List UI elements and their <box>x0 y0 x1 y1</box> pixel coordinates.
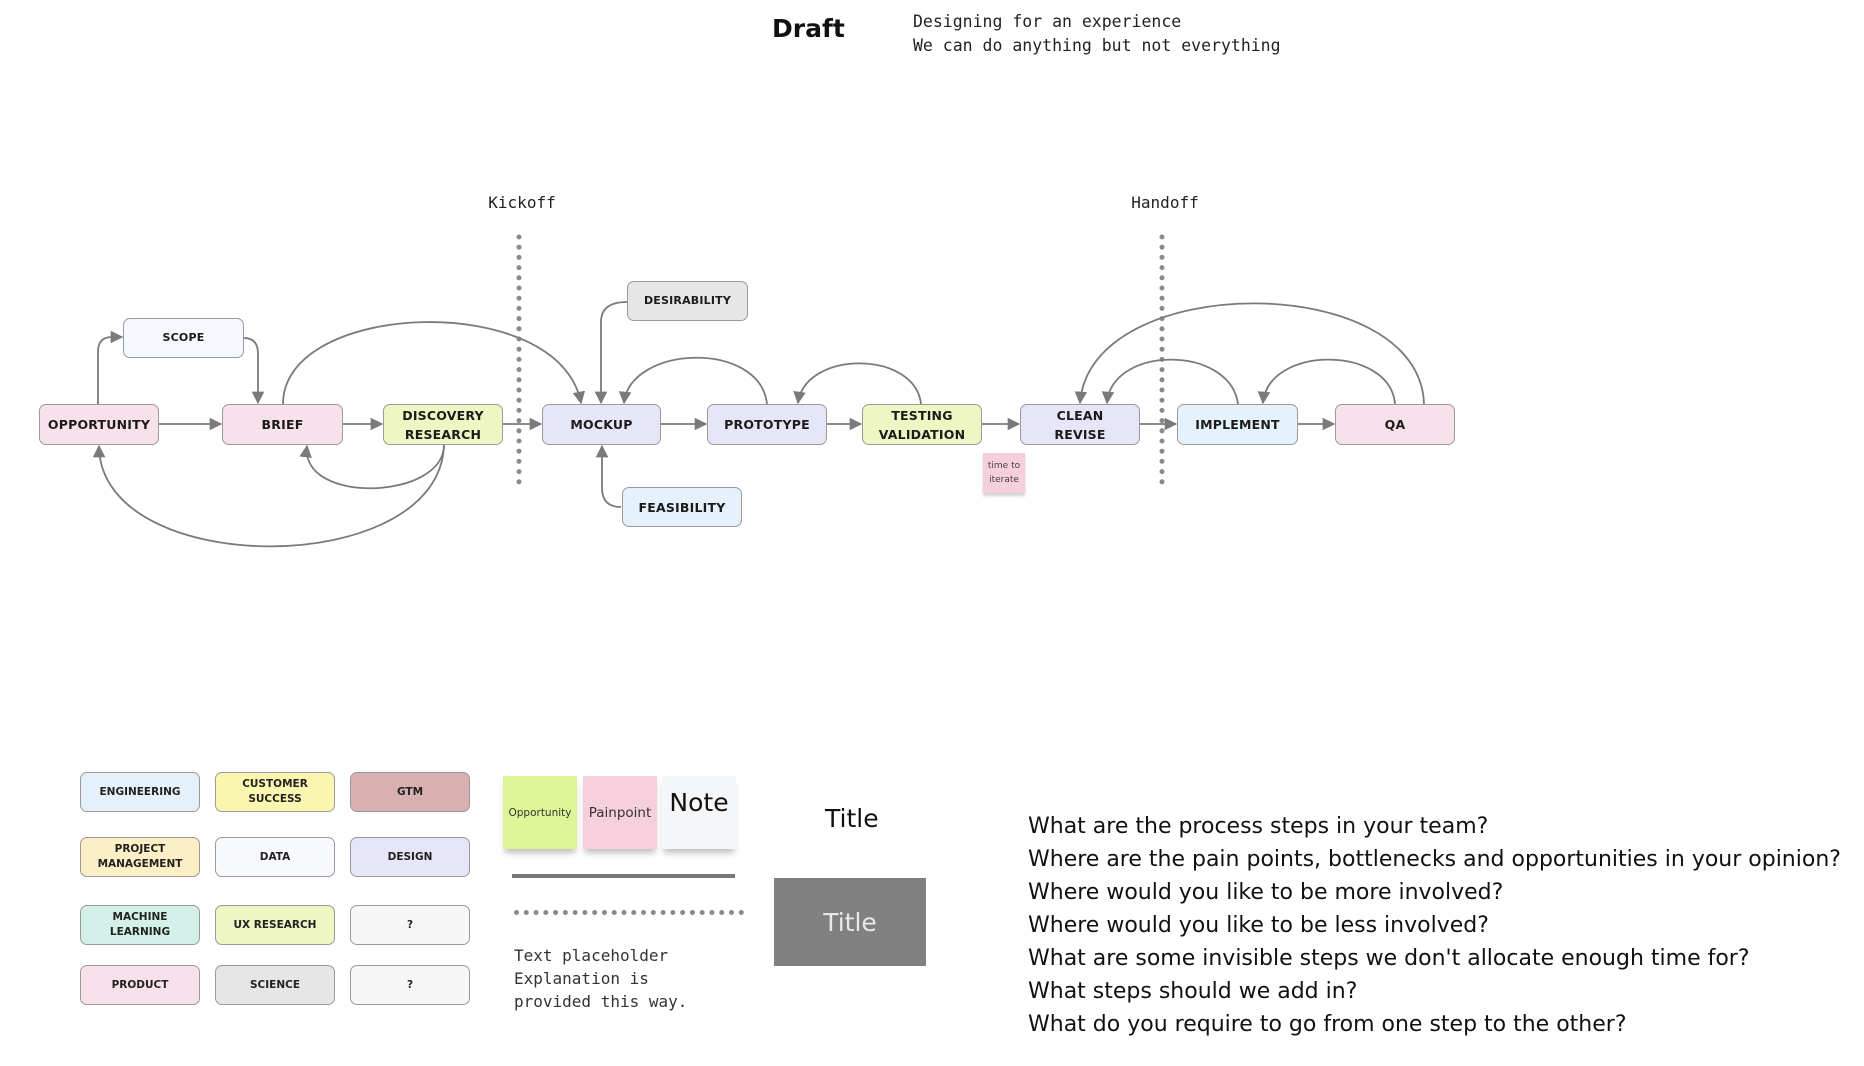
page-title: Draft <box>772 14 845 43</box>
edge-qa-clean <box>1074 302 1425 405</box>
kickoff-label: Kickoff <box>488 193 556 212</box>
page-subtitle: Designing for an experience We can do an… <box>913 10 1281 58</box>
subtitle-line-2: We can do anything but not everything <box>913 36 1281 55</box>
legend-product[interactable]: PRODUCT <box>80 965 200 1005</box>
node-brief[interactable]: BRIEF <box>222 404 343 445</box>
node-desirability[interactable]: DESIRABILITY <box>627 281 748 321</box>
edge-discovery-opportunity <box>92 444 445 548</box>
edge-qa-implement <box>1257 358 1396 405</box>
questions-list: What are the process steps in your team?… <box>1028 810 1841 1041</box>
legend-unknown-2[interactable]: ? <box>350 965 470 1005</box>
node-testing-validation[interactable]: TESTING VALIDATION <box>862 404 982 445</box>
edge-desirability-mockup <box>594 301 628 405</box>
edge-opportunity-scope <box>97 330 124 404</box>
subtitle-line-1: Designing for an experience <box>913 12 1182 31</box>
node-prototype[interactable]: PROTOTYPE <box>707 404 827 445</box>
question-6: What steps should we add in? <box>1028 979 1358 1004</box>
node-opportunity[interactable]: OPPORTUNITY <box>39 404 159 445</box>
legend-project-management[interactable]: PROJECT MANAGEMENT <box>80 837 200 877</box>
question-7: What do you require to go from one step … <box>1028 1012 1627 1037</box>
sticky-time-to-iterate[interactable]: time to iterate <box>983 453 1025 493</box>
edge-prototype-mockup <box>618 356 768 405</box>
edge-scope-brief <box>243 337 265 405</box>
question-3: Where would you like to be more involved… <box>1028 880 1504 905</box>
question-2: Where are the pain points, bottlenecks a… <box>1028 847 1841 872</box>
node-feasibility[interactable]: FEASIBILITY <box>622 487 742 527</box>
edge-implement-clean <box>1101 358 1239 405</box>
edge-feasibility-mockup <box>595 444 622 508</box>
node-discovery-research[interactable]: DISCOVERY RESEARCH <box>383 404 503 445</box>
solid-line-sample <box>512 874 735 878</box>
sticky-note[interactable]: Note <box>662 776 736 849</box>
text-placeholder: Text placeholder Explanation is provided… <box>514 946 688 1011</box>
legend-engineering[interactable]: ENGINEERING <box>80 772 200 812</box>
handoff-label: Handoff <box>1131 193 1199 212</box>
dotted-line-sample <box>514 910 744 915</box>
legend-data[interactable]: DATA <box>215 837 335 877</box>
node-scope[interactable]: SCOPE <box>123 318 244 358</box>
legend-customer-success[interactable]: CUSTOMER SUCCESS <box>215 772 335 812</box>
edge-discovery-brief <box>299 444 445 490</box>
edge-testing-prototype <box>793 362 922 405</box>
title-text: Title <box>825 804 879 833</box>
node-mockup[interactable]: MOCKUP <box>542 404 661 445</box>
question-5: What are some invisible steps we don't a… <box>1028 946 1750 971</box>
legend-design[interactable]: DESIGN <box>350 837 470 877</box>
question-1: What are the process steps in your team? <box>1028 814 1489 839</box>
edge-brief-mockup <box>282 321 586 405</box>
question-4: Where would you like to be less involved… <box>1028 913 1489 938</box>
sticky-painpoint[interactable]: Painpoint <box>583 776 657 849</box>
legend-gtm[interactable]: GTM <box>350 772 470 812</box>
node-implement[interactable]: IMPLEMENT <box>1177 404 1298 445</box>
legend-science[interactable]: SCIENCE <box>215 965 335 1005</box>
title-box[interactable]: Title <box>774 878 926 966</box>
sticky-opportunity[interactable]: Opportunity <box>503 776 577 849</box>
legend-machine-learning[interactable]: MACHINE LEARNING <box>80 905 200 945</box>
legend-unknown-1[interactable]: ? <box>350 905 470 945</box>
legend-ux-research[interactable]: UX RESEARCH <box>215 905 335 945</box>
node-qa[interactable]: QA <box>1335 404 1455 445</box>
node-clean-revise[interactable]: CLEAN REVISE <box>1020 404 1140 445</box>
